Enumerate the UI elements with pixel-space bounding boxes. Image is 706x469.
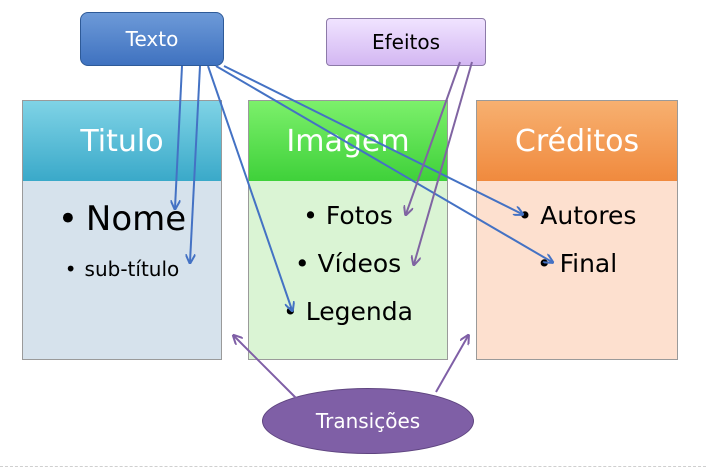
list-item-sub-titulo: • sub-título xyxy=(23,257,221,281)
arrow-transicoes-creditos xyxy=(435,336,468,393)
bullet: • xyxy=(57,199,78,239)
item-text: Autores xyxy=(540,201,637,230)
creditos-header: Créditos xyxy=(477,101,677,182)
bullet: • xyxy=(294,249,310,278)
list-item-fotos: •Fotos xyxy=(249,201,447,230)
titulo-header: Titulo xyxy=(23,101,221,182)
bullet: • xyxy=(303,201,318,230)
bullet: • xyxy=(64,257,77,281)
efeitos-label: Efeitos xyxy=(326,18,486,66)
creditos-body: •Autores •Final xyxy=(477,181,677,359)
imagem-box: Imagem •Fotos •Vídeos •Legenda xyxy=(248,100,448,360)
transicoes-label: Transições xyxy=(262,388,474,454)
arrow-texto-final xyxy=(215,65,552,262)
item-text: Nome xyxy=(85,199,187,239)
arrow-texto-legenda xyxy=(207,65,292,310)
list-item-autores: •Autores xyxy=(477,201,677,230)
item-text: sub-título xyxy=(84,257,180,281)
titulo-body: •Nome •sub-título xyxy=(23,181,221,359)
arrow-texto-sub-titulo xyxy=(190,65,201,262)
titulo-box: Titulo •Nome •sub-título xyxy=(22,100,222,360)
arrow-texto-autores xyxy=(223,65,522,214)
arrow-transicoes-titulo xyxy=(234,336,297,399)
list-item-videos: •Vídeos xyxy=(249,249,447,278)
item-text: Final xyxy=(559,249,618,278)
creditos-box: Créditos •Autores •Final xyxy=(476,100,678,360)
texto-label: Texto xyxy=(80,12,224,66)
footer-divider xyxy=(0,466,706,467)
list-item-nome: •Nome xyxy=(23,199,221,239)
item-text: Legenda xyxy=(305,297,413,326)
arrow-efeitos-fotos xyxy=(406,61,461,214)
imagem-header: Imagem xyxy=(249,101,447,182)
item-text: Vídeos xyxy=(317,249,402,278)
item-text: Fotos xyxy=(325,201,393,230)
arrow-texto-nome xyxy=(175,65,183,208)
arrow-efeitos-videos xyxy=(414,61,473,264)
